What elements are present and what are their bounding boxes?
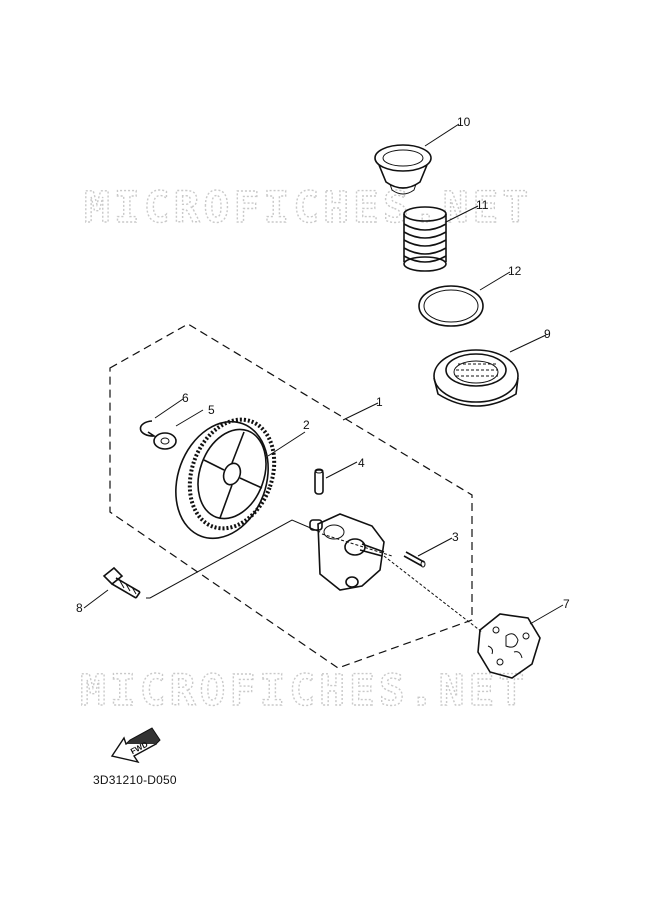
watermark-top: MICROFICHES.NET (84, 183, 532, 233)
leader-lines (83, 123, 564, 633)
callout-7: 7 (563, 597, 570, 611)
callout-11: 11 (476, 198, 489, 212)
diagram-code: 3D31210-D050 (93, 773, 177, 787)
fwd-arrow-icon: FWD (110, 727, 161, 764)
callout-1: 1 (376, 395, 383, 409)
assembly-boundary (109, 323, 473, 669)
pin-part-3 (403, 551, 426, 568)
o-ring-part-12 (418, 285, 484, 327)
callout-2: 2 (303, 418, 310, 432)
callout-4: 4 (358, 456, 365, 470)
watermark-bottom: MICROFICHES.NET (80, 666, 528, 716)
cap-part-10 (374, 144, 432, 195)
callout-3: 3 (452, 530, 459, 544)
callout-12: 12 (508, 264, 522, 278)
callout-8: 8 (76, 601, 83, 615)
circlip-part-6 (139, 420, 157, 437)
callout-5: 5 (208, 403, 215, 417)
bolt-part-8 (102, 566, 141, 599)
driven-gear-icon (175, 417, 277, 540)
callout-6: 6 (182, 391, 189, 405)
callout-10: 10 (457, 115, 471, 129)
callout-9: 9 (544, 327, 551, 341)
oil-pump-assembly-icon (309, 513, 385, 591)
washer-part-5 (153, 432, 177, 450)
dowel-pin-part-4 (314, 468, 324, 495)
gasket-part-7 (477, 613, 541, 679)
plug-part-9 (433, 349, 519, 407)
